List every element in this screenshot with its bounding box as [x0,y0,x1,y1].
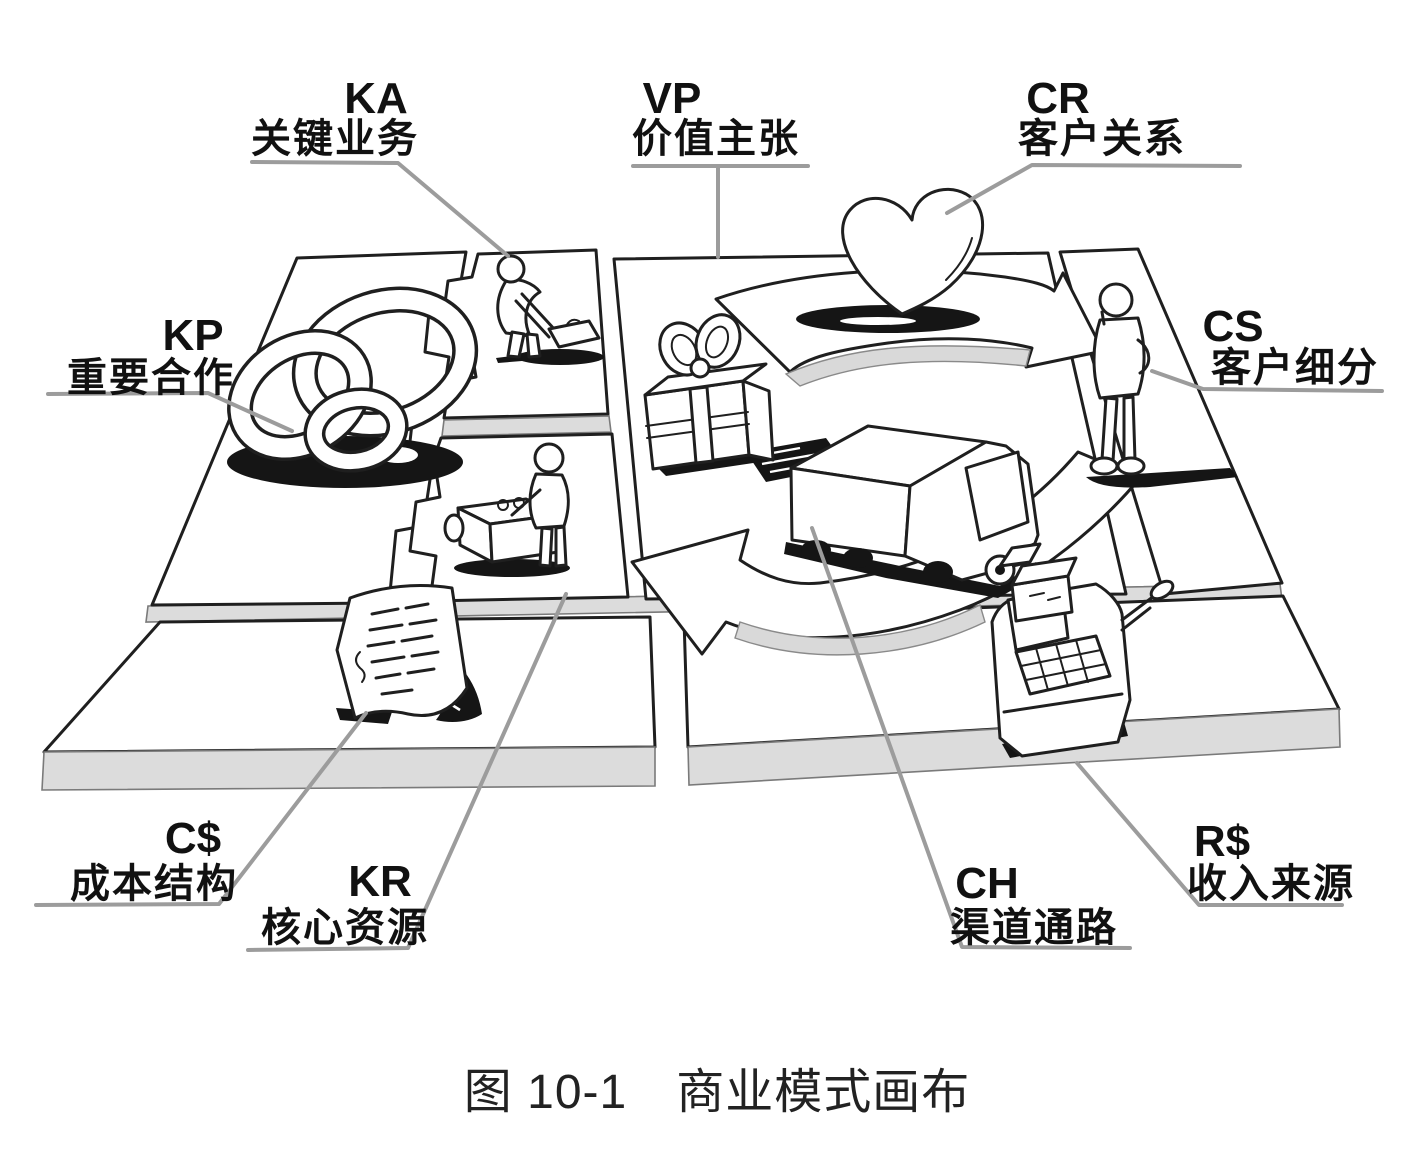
working-person-icon [496,254,604,365]
slab-gap-band [441,415,612,437]
interlocked-rings-icon [227,286,479,488]
label-ch-name: 渠道通路 [950,906,1118,950]
ch-leader-line [810,526,1132,950]
cash-register-icon [990,542,1175,758]
kr-leader-line [246,592,568,952]
label-ch-code: CH [955,859,1019,908]
label-ka-name: 关键业务 [251,117,419,161]
labels: KA 关键业务 VP 价值主张 CR 客户关系 KP 重要合作 CS 客户细分 … [67,74,1379,950]
label-revenue-name: 收入来源 [1187,862,1355,906]
label-kr-code: KR [348,857,412,906]
label-cost-name: 成本结构 [70,862,238,906]
kp-leader-line [46,391,294,433]
gift-box-icon [643,313,846,482]
heart-icon [796,187,985,333]
label-revenue-code: R$ [1194,817,1250,866]
label-cr-name: 客户关系 [1018,117,1186,161]
cr-leader-line [945,163,1242,215]
figure-caption: 图 10-1 商业模式画布 [464,1066,970,1119]
label-kp-name: 重要合作 [67,356,235,400]
label-kr-name: 核心资源 [261,906,429,950]
top-arc-thickness [784,345,1031,387]
label-cs-name: 客户细分 [1211,346,1379,390]
revenue-leader-line [1075,761,1344,907]
ka-leader-line [250,160,510,258]
label-ka-code: KA [344,74,408,123]
label-kp-code: KP [162,311,223,360]
customer-person-icon [1086,282,1238,488]
label-cost-code: C$ [165,814,221,863]
cost-leader-line [34,711,368,907]
gift-bow [658,313,742,379]
cost-slab-side-face [41,746,656,791]
label-vp-code: VP [643,74,702,123]
cs-leader-line [1150,369,1384,393]
bottom-arc-thickness [734,603,986,656]
cost-document-icon [335,584,482,724]
label-cr-code: CR [1026,74,1090,123]
label-vp-name: 价值主张 [632,117,800,161]
leader-lines [34,160,1384,952]
person-with-equipment-icon [443,442,570,577]
label-cs-code: CS [1202,302,1263,351]
